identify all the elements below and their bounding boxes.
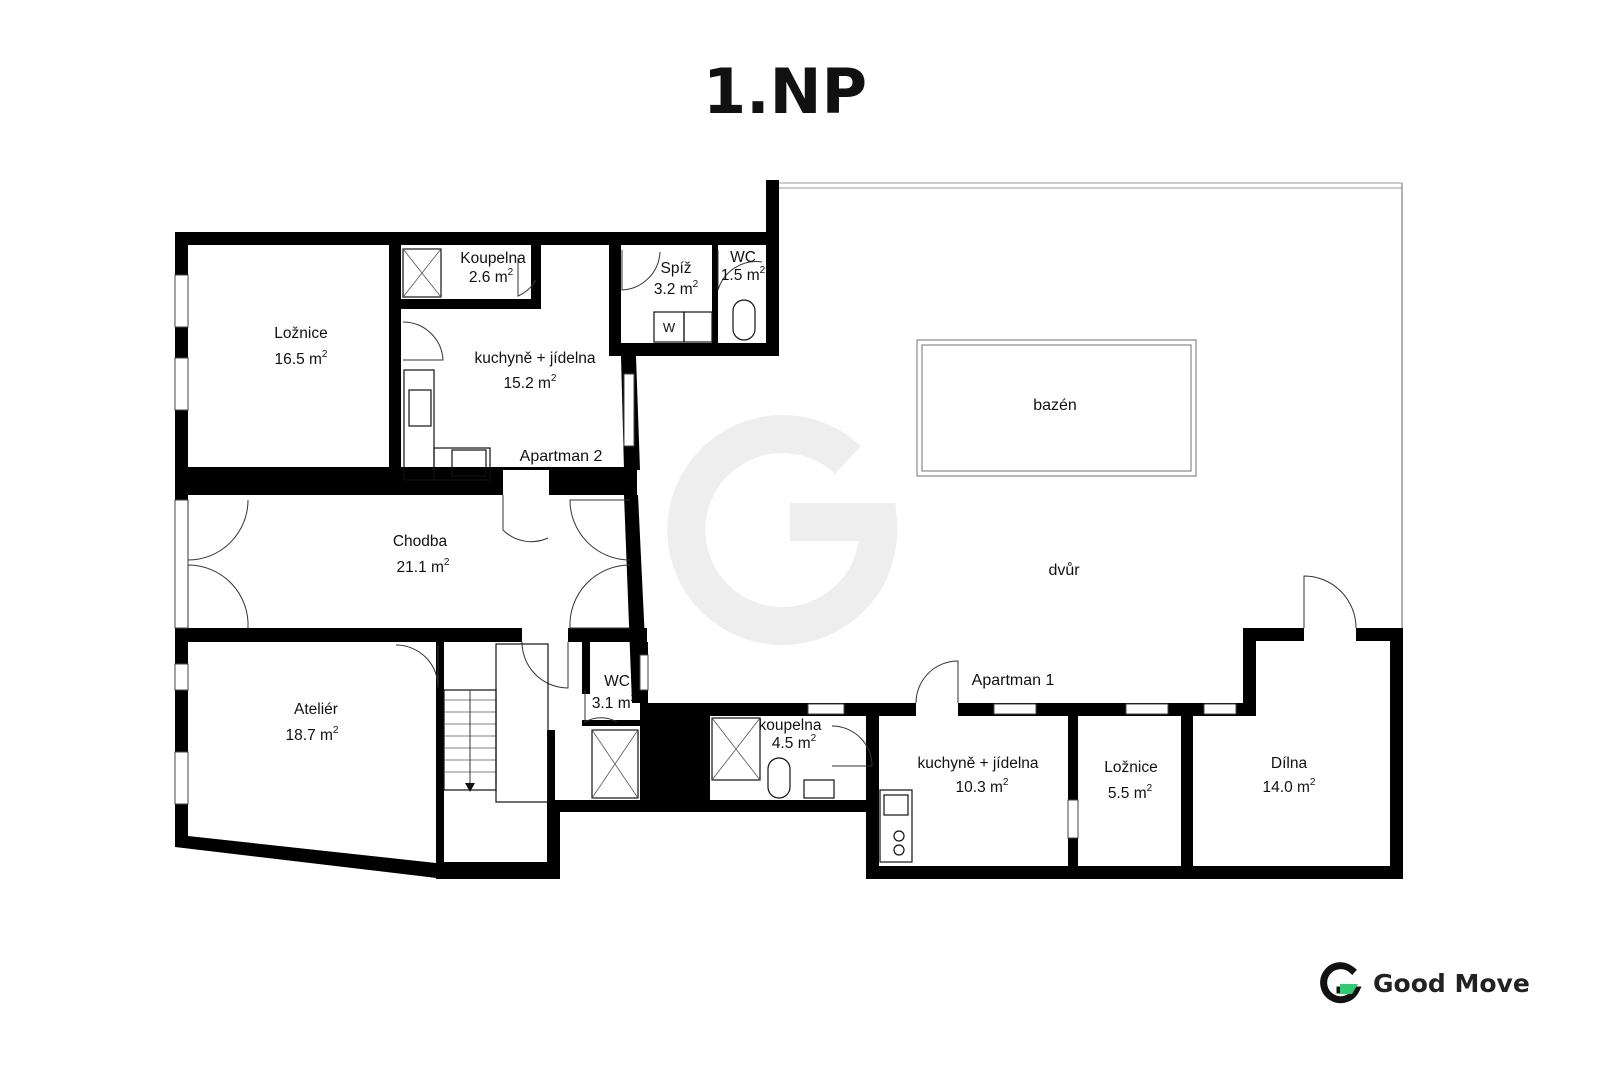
room-name-wc-small: WC: [730, 249, 756, 266]
room-area-koupelna-2: 2.6 m2: [469, 267, 514, 286]
room-name-wc-lower: WC: [604, 673, 630, 690]
zone-label-yard: dvůr: [1048, 561, 1080, 579]
pool: [916, 339, 1197, 477]
room-area-loznice-1: 16.5 m2: [275, 349, 328, 368]
brand-name: Good Move: [1373, 969, 1530, 998]
room-name-koupelna-1: koupelna: [759, 717, 822, 734]
room-name-kitchen-1: kuchyně + jídelna: [917, 755, 1038, 772]
room-area-wc-lower: 3.1 m2: [592, 693, 637, 712]
room-name-loznice-1: Ložnice: [274, 325, 327, 342]
courtyard-outline: [778, 182, 1403, 640]
room-area-spiz: 3.2 m2: [654, 279, 699, 298]
room-name-spiz: Spíž: [660, 260, 691, 277]
windows: [174, 274, 1237, 839]
room-name-loznice-2: Ložnice: [1104, 759, 1157, 776]
walls: [175, 180, 1403, 879]
room-area-dilna: 14.0 m2: [1263, 777, 1316, 796]
brand-logo: Good Move: [1320, 962, 1530, 1004]
stairs: [443, 643, 549, 803]
good-move-logo-icon: [1320, 962, 1362, 1004]
room-area-wc-small: 1.5 m2: [721, 265, 766, 284]
watermark-logo: [667, 415, 898, 645]
zone-label-apartman-2: Apartman 2: [520, 448, 603, 465]
washer-label: W: [663, 320, 676, 335]
fixtures: W: [402, 248, 913, 863]
room-area-kitchen-1: 10.3 m2: [956, 777, 1009, 796]
doors: [187, 250, 1357, 767]
room-area-atelier: 18.7 m2: [286, 725, 339, 744]
room-area-loznice-2: 5.5 m2: [1108, 783, 1153, 802]
room-name-koupelna-2: Koupelna: [460, 250, 526, 267]
zone-label-pool: bazén: [1033, 397, 1077, 414]
room-name-dilna: Dílna: [1271, 755, 1308, 772]
zone-label-apartman-1: Apartman 1: [972, 672, 1055, 689]
room-name-chodba: Chodba: [393, 533, 448, 550]
room-area-chodba: 21.1 m2: [397, 557, 450, 576]
room-name-kitchen-2: kuchyně + jídelna: [474, 350, 595, 367]
room-labels: Ložnice 16.5 m2 Koupelna 2.6 m2 kuchyně …: [274, 249, 1316, 802]
room-name-atelier: Ateliér: [294, 701, 338, 718]
page-title: 1.NP: [703, 55, 867, 128]
room-area-koupelna-1: 4.5 m2: [772, 733, 817, 752]
room-area-kitchen-2: 15.2 m2: [504, 373, 557, 392]
